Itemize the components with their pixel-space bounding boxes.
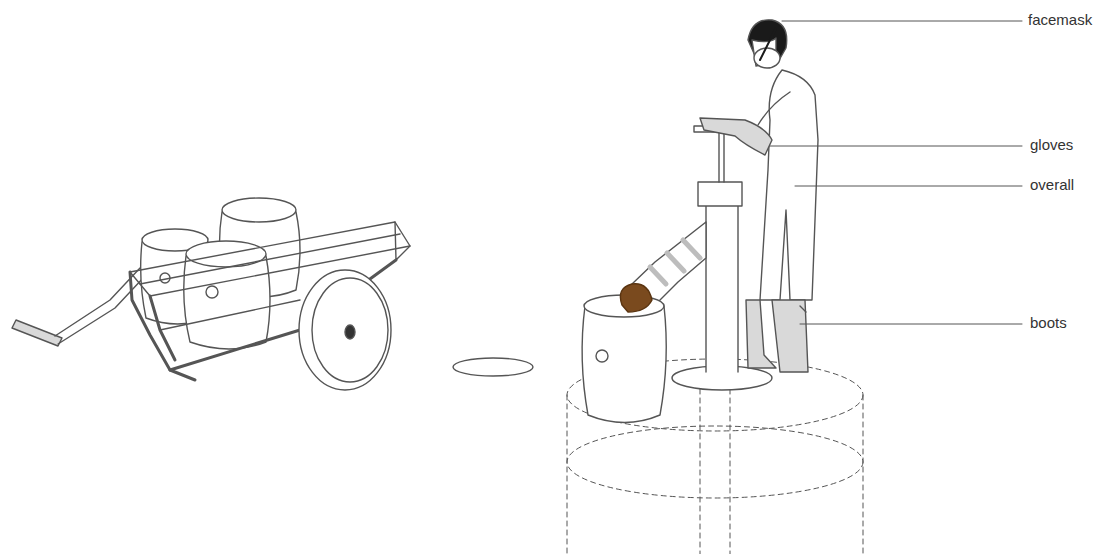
leader-lines <box>770 21 1022 324</box>
worker <box>700 20 818 372</box>
part-label: facemask <box>1028 11 1092 29</box>
part-label: boots <box>1030 314 1067 332</box>
part-label: gloves <box>1030 136 1073 154</box>
barrel <box>582 284 666 423</box>
cart <box>12 198 410 390</box>
part-label: overall <box>1030 176 1074 194</box>
lid <box>453 358 533 376</box>
